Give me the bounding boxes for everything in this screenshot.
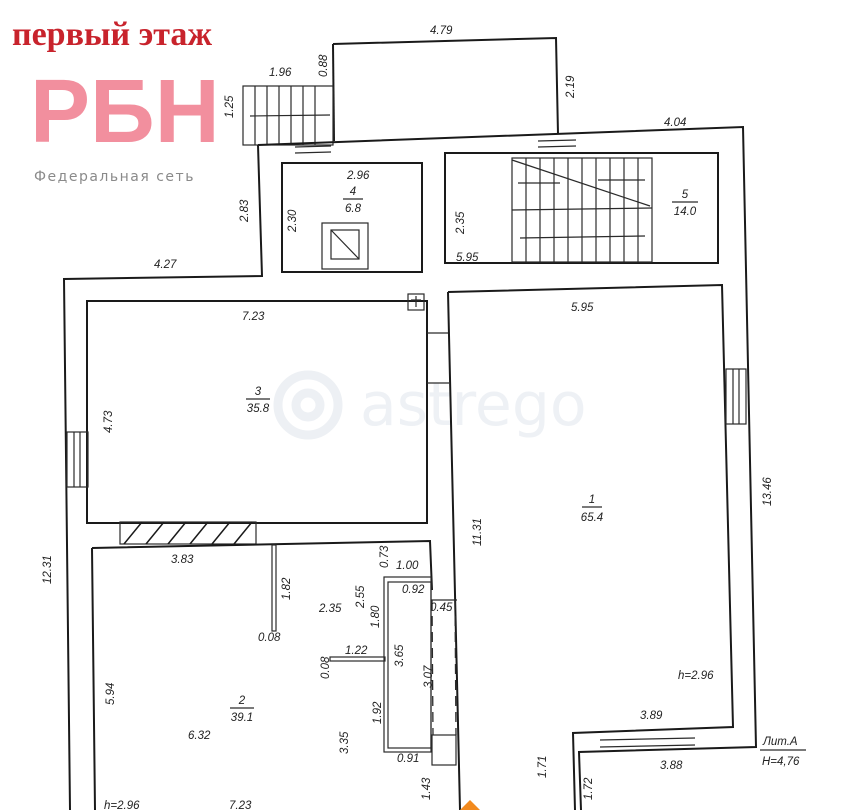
svg-text:1.82: 1.82 <box>281 577 293 600</box>
svg-text:2: 2 <box>238 695 246 707</box>
watermark: astrego <box>273 370 587 440</box>
svg-text:0.08: 0.08 <box>320 656 332 679</box>
svg-text:13.46: 13.46 <box>762 477 774 506</box>
gear-icon <box>273 370 343 440</box>
svg-text:4.79: 4.79 <box>430 25 453 37</box>
staircase-room-5 <box>511 157 653 263</box>
svg-text:5.94: 5.94 <box>105 683 117 705</box>
partition-1 <box>271 544 277 632</box>
door-top-left <box>294 145 332 154</box>
svg-text:4.27: 4.27 <box>154 259 177 271</box>
niche-outline <box>383 576 432 753</box>
svg-text:65.4: 65.4 <box>581 512 603 524</box>
room-label-1: 1 65.4 <box>581 494 603 524</box>
window-right <box>725 368 747 425</box>
entrance-stair-left <box>242 85 334 146</box>
page-title: первый этаж <box>12 16 212 53</box>
room-2-outline <box>91 539 433 810</box>
svg-text:0.92: 0.92 <box>402 584 425 596</box>
svg-text:35.8: 35.8 <box>247 403 270 415</box>
svg-text:2.35: 2.35 <box>318 603 342 615</box>
svg-text:2.35: 2.35 <box>455 211 467 235</box>
svg-text:0.08: 0.08 <box>258 632 281 644</box>
brand-subtitle: Федеральная сеть <box>34 169 195 185</box>
svg-text:3.88: 3.88 <box>660 760 683 772</box>
window-bottom <box>599 737 696 748</box>
legend: Лит.А H=4,76 <box>760 736 806 768</box>
svg-text:0.88: 0.88 <box>318 54 330 77</box>
svg-text:2.96: 2.96 <box>346 170 370 182</box>
svg-text:1.80: 1.80 <box>370 605 382 628</box>
svg-text:0.73: 0.73 <box>379 545 391 568</box>
room-label-4: 4 6.8 <box>343 186 363 215</box>
svg-text:4: 4 <box>350 186 356 198</box>
svg-text:0.91: 0.91 <box>397 753 419 765</box>
door-top-right <box>537 139 577 148</box>
room-label-2: 2 39.1 <box>230 695 254 724</box>
svg-text:h=2.96: h=2.96 <box>678 670 714 682</box>
svg-text:3.83: 3.83 <box>171 554 194 566</box>
room-4-outline <box>281 162 423 273</box>
brand-logo: РБН <box>30 62 220 162</box>
svg-text:2.83: 2.83 <box>239 199 251 223</box>
watermark-text: astrego <box>360 370 587 440</box>
svg-text:3.65: 3.65 <box>394 644 406 667</box>
room-3-outline <box>86 300 428 524</box>
room-5-outline <box>444 152 719 264</box>
room-label-5: 5 14.0 <box>672 189 698 218</box>
legend-lit: Лит.А <box>762 736 798 748</box>
outer-wall <box>62 125 758 810</box>
svg-text:2.19: 2.19 <box>565 75 577 99</box>
svg-text:6.32: 6.32 <box>188 730 211 742</box>
svg-text:5.95: 5.95 <box>571 302 594 314</box>
svg-text:7.23: 7.23 <box>229 800 252 810</box>
partition-2 <box>329 656 386 662</box>
svg-text:1: 1 <box>589 494 595 506</box>
svg-text:11.31: 11.31 <box>472 518 484 546</box>
svg-text:2.55: 2.55 <box>355 585 367 609</box>
svg-text:3.89: 3.89 <box>640 710 663 722</box>
svg-text:1.25: 1.25 <box>224 95 236 118</box>
hatched-wall <box>119 521 257 545</box>
vent-icon <box>407 293 425 311</box>
svg-text:1.43: 1.43 <box>421 777 433 800</box>
svg-text:1.22: 1.22 <box>345 645 368 657</box>
porch-outline <box>332 36 559 135</box>
svg-text:4.04: 4.04 <box>664 117 686 129</box>
elevator-shaft-icon <box>321 222 369 270</box>
dimension-labels: 4.79 1.96 4.04 2.96 5.95 4.27 7.23 5.95 … <box>104 25 714 810</box>
svg-text:3: 3 <box>255 386 262 398</box>
room-1-outline <box>447 283 735 810</box>
svg-text:5: 5 <box>682 189 689 201</box>
svg-text:1.72: 1.72 <box>583 777 595 800</box>
svg-text:12.31: 12.31 <box>42 555 54 584</box>
svg-text:h=2.96: h=2.96 <box>104 800 140 810</box>
svg-text:1.71: 1.71 <box>537 756 549 778</box>
svg-text:1.96: 1.96 <box>269 67 292 79</box>
legend-height: H=4,76 <box>762 756 800 768</box>
vertical-dimension-labels: 0.88 1.25 2.19 2.83 2.30 2.35 4.73 11.31… <box>42 54 774 800</box>
svg-text:6.8: 6.8 <box>345 203 362 215</box>
svg-text:3.07: 3.07 <box>423 665 435 688</box>
svg-text:0.45: 0.45 <box>430 602 453 614</box>
svg-text:2.30: 2.30 <box>287 209 299 233</box>
svg-text:39.1: 39.1 <box>231 712 253 724</box>
marker-icon <box>460 800 480 810</box>
svg-text:7.23: 7.23 <box>242 311 265 323</box>
svg-text:3.35: 3.35 <box>339 731 351 754</box>
svg-text:14.0: 14.0 <box>674 206 697 218</box>
svg-text:4.73: 4.73 <box>103 410 115 433</box>
svg-text:1.92: 1.92 <box>372 701 384 724</box>
svg-text:5.95: 5.95 <box>456 252 479 264</box>
svg-text:1.00: 1.00 <box>396 560 419 572</box>
room-label-3: 3 35.8 <box>246 386 270 415</box>
window-left <box>66 431 89 488</box>
